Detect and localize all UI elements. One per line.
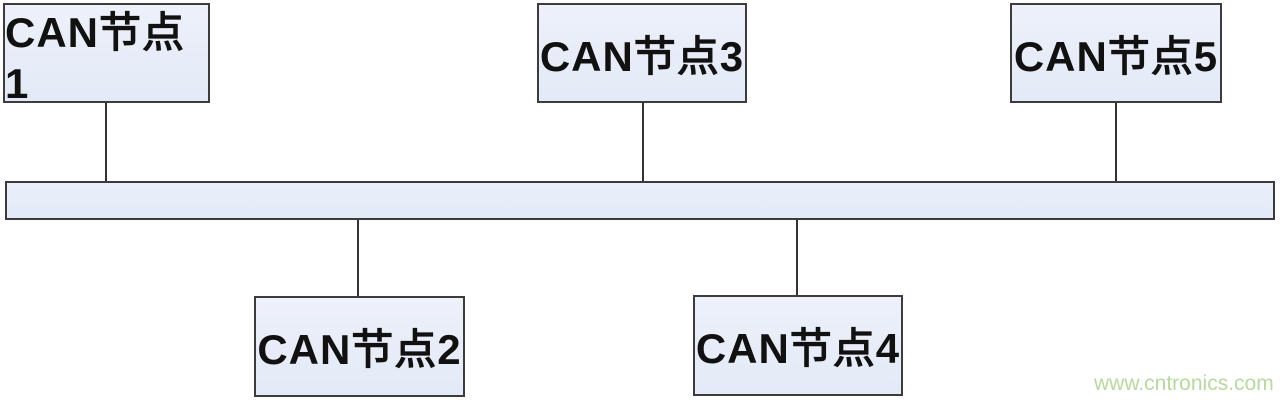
node-can-1: CAN节点1 <box>3 3 210 107</box>
connector-can-2-bus <box>357 220 359 296</box>
connector-can-3-bus <box>642 103 644 181</box>
node-can-1-label: CAN节点1 <box>5 8 185 107</box>
bus-bar <box>5 181 1275 220</box>
node-can-5: CAN节点5 <box>1010 3 1222 103</box>
connector-can-1-bus <box>105 103 107 181</box>
node-can-4: CAN节点4 <box>693 295 903 396</box>
node-can-3-label: CAN节点3 <box>539 32 745 80</box>
watermark: www.cntronics.com <box>1094 372 1274 395</box>
node-can-5-label: CAN节点5 <box>1013 32 1219 80</box>
node-can-3: CAN节点3 <box>537 3 747 103</box>
connector-can-5-bus <box>1115 103 1117 181</box>
connector-can-4-bus <box>796 220 798 295</box>
node-can-2-label: CAN节点2 <box>257 326 462 373</box>
node-can-4-label: CAN节点4 <box>695 325 901 372</box>
node-can-2: CAN节点2 <box>254 296 465 397</box>
